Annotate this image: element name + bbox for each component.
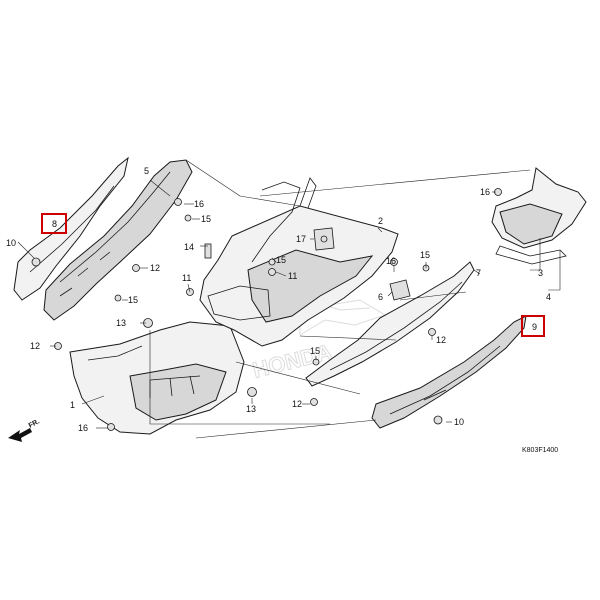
bolt-10-left bbox=[31, 257, 41, 267]
clip-12-mid bbox=[132, 264, 140, 272]
diagram-code: K803F1400 bbox=[522, 447, 558, 454]
callout-13-right: 13 bbox=[246, 404, 256, 414]
callout-13-left: 13 bbox=[116, 318, 126, 328]
rear-fender-part bbox=[491, 167, 587, 265]
direction-label: FR. bbox=[28, 418, 41, 430]
callout-7: 7 bbox=[476, 268, 481, 278]
highlight-box-9 bbox=[521, 315, 545, 337]
callout-16-center: 16 bbox=[386, 256, 396, 266]
clip-12-lower bbox=[310, 398, 318, 406]
callout-15-mid: 15 bbox=[128, 295, 138, 305]
clip-15-center bbox=[268, 258, 276, 266]
plate-6-part bbox=[389, 279, 411, 301]
callout-8: 8 bbox=[52, 219, 57, 229]
callout-12-left: 12 bbox=[30, 341, 40, 351]
callout-4: 4 bbox=[546, 292, 551, 302]
callout-15-center: 15 bbox=[276, 255, 286, 265]
callout-15-lower: 15 bbox=[310, 346, 320, 356]
hardware-group bbox=[31, 188, 502, 431]
clip-15-top bbox=[184, 214, 192, 222]
callout-6: 6 bbox=[378, 292, 383, 302]
callout-9: 9 bbox=[532, 322, 537, 332]
front-direction-arrow: FR. bbox=[8, 418, 41, 442]
callout-15-top: 15 bbox=[201, 214, 211, 224]
callout-16-left: 16 bbox=[78, 423, 88, 433]
right-inner-cover-part bbox=[305, 261, 475, 387]
callout-10-right: 10 bbox=[454, 417, 464, 427]
callout-10-left: 10 bbox=[6, 238, 16, 248]
callout-11-a: 11 bbox=[182, 273, 191, 283]
grommet-13-right bbox=[247, 387, 257, 397]
callout-12-lower: 12 bbox=[292, 399, 302, 409]
front-lower-cover-part bbox=[69, 321, 245, 435]
leader-lines bbox=[17, 159, 561, 439]
callout-16-top: 16 bbox=[194, 199, 204, 209]
floor-panel-part bbox=[199, 177, 399, 347]
clip-15-mid bbox=[114, 294, 122, 302]
callout-14: 14 bbox=[184, 242, 194, 252]
bolt-14 bbox=[204, 243, 212, 259]
callout-11-b: 11 bbox=[288, 271, 297, 281]
callout-labels: 8 9 10 5 16 15 14 12 11 15 13 12 1 16 17… bbox=[6, 166, 551, 433]
bolt-16-center bbox=[390, 258, 398, 266]
callout-2: 2 bbox=[378, 216, 383, 226]
highlight-box-8 bbox=[41, 213, 67, 234]
clip-11-b bbox=[268, 268, 276, 276]
callout-15-right: 15 bbox=[420, 250, 430, 260]
right-lower-cover-part bbox=[371, 315, 527, 429]
bolt-16-top bbox=[174, 198, 182, 206]
bolt-16-left bbox=[107, 423, 115, 431]
callout-17: 17 bbox=[296, 234, 306, 244]
callout-16-rear: 16 bbox=[480, 187, 490, 197]
callout-5: 5 bbox=[144, 166, 149, 176]
bracket-17-part bbox=[313, 227, 335, 251]
bolt-10-right bbox=[433, 415, 443, 425]
callout-1: 1 bbox=[70, 400, 75, 410]
callout-3: 3 bbox=[538, 268, 543, 278]
left-side-cover-part bbox=[13, 156, 193, 321]
clip-12-right bbox=[428, 328, 436, 336]
callout-12-right: 12 bbox=[436, 335, 446, 345]
callout-12-mid: 12 bbox=[150, 263, 160, 273]
